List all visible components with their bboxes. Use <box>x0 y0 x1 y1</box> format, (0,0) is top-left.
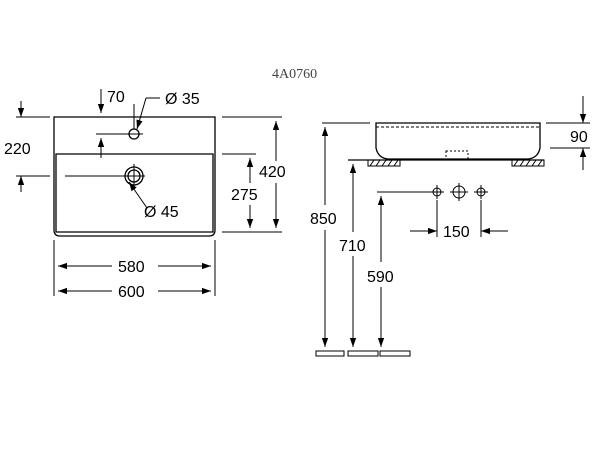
floor-block-2 <box>347 350 379 357</box>
dim-tap-offset: 70 <box>107 89 125 106</box>
dim-tap-hole: Ø 35 <box>165 91 200 108</box>
dim-depth-to-tap: 220 <box>4 141 31 158</box>
dim-tap-spacing: 150 <box>443 224 470 241</box>
top-view: 70 Ø 35 Ø 45 220 420 275 5 <box>4 89 286 301</box>
basin-side-profile <box>375 122 541 160</box>
dim-inner-width: 580 <box>118 259 145 276</box>
dim-height-850: 850 <box>310 211 337 228</box>
floor-block-3 <box>379 350 411 357</box>
counter-hatch-right <box>511 159 545 167</box>
side-view: 90 850 710 590 <box>310 96 590 357</box>
floor-block-1 <box>315 350 345 357</box>
dim-height-590: 590 <box>367 269 394 286</box>
dim-height-710: 710 <box>339 238 366 255</box>
dim-bowl-depth: 275 <box>231 187 258 204</box>
tap-holes-group <box>430 183 488 201</box>
dim-total-width: 600 <box>118 284 145 301</box>
model-code: 4A0760 <box>272 67 317 82</box>
dim-basin-height: 90 <box>570 129 588 146</box>
dim-total-depth: 420 <box>259 164 286 181</box>
counter-hatch-left <box>367 159 401 167</box>
basin-outline <box>53 116 216 237</box>
dim-drain-hole: Ø 45 <box>144 204 179 221</box>
bowl-outline <box>55 153 214 233</box>
